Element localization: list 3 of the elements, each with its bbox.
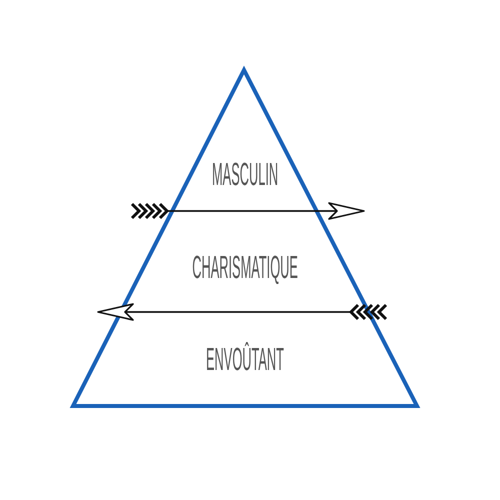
- tier-label: ENVOÛTANT: [206, 343, 284, 375]
- tier-label: CHARISMATIQUE: [192, 251, 298, 283]
- tier-label: MASCULIN: [212, 158, 278, 190]
